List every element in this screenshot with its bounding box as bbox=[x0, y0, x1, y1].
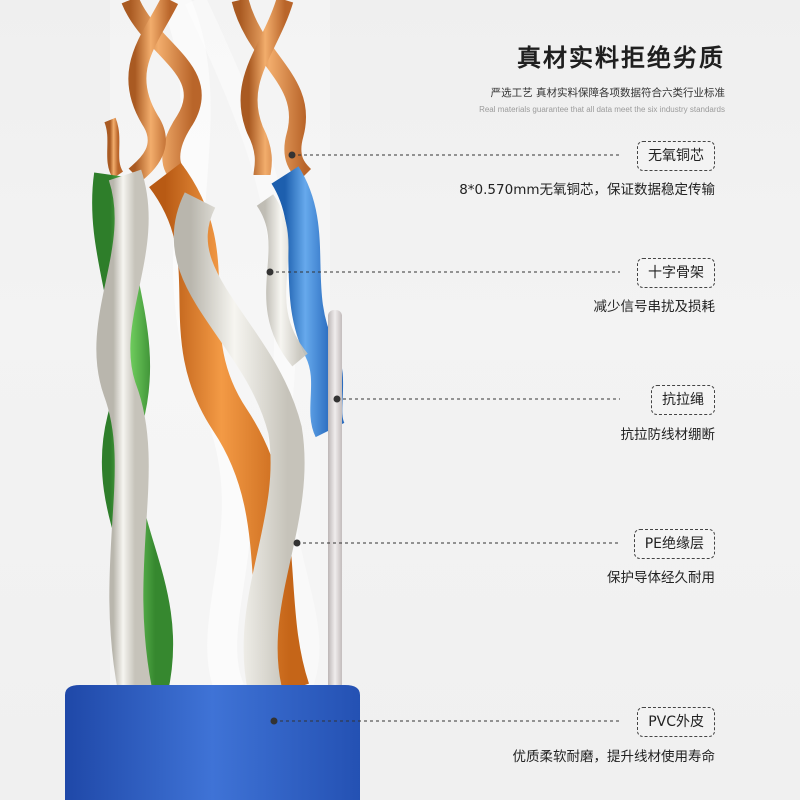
callout-desc-pvc-jacket: 优质柔软耐磨，提升线材使用寿命 bbox=[512, 749, 716, 765]
callout-label-pvc-jacket: PVC外皮 bbox=[637, 707, 715, 737]
copper-conductors bbox=[104, 0, 312, 184]
callout-desc-tensile-rope: 抗拉防线材绷断 bbox=[620, 427, 716, 443]
page-subtitle: 严选工艺 真材实料保障各项数据符合六类行业标准 bbox=[490, 87, 725, 99]
callout-label-cross-spline: 十字骨架 bbox=[637, 258, 715, 288]
blue-white-pair bbox=[256, 166, 345, 438]
pvc-jacket bbox=[65, 685, 360, 800]
orange-white-pair bbox=[148, 162, 310, 697]
callout-label-pe-insulation: PE绝缘层 bbox=[633, 529, 715, 559]
callout-desc-pe-insulation: 保护导体经久耐用 bbox=[607, 570, 715, 586]
callout-label-tensile-rope: 抗拉绳 bbox=[651, 385, 715, 415]
callout-desc-cross-spline: 减少信号串扰及损耗 bbox=[593, 299, 716, 315]
leader-lines bbox=[266, 151, 620, 725]
page-english-subtitle: Real materials guarantee that all data m… bbox=[479, 105, 725, 114]
heading-block: 真材实料拒绝劣质 严选工艺 真材实料保障各项数据符合六类行业标准 Real ma… bbox=[479, 38, 725, 114]
tensile-rope bbox=[328, 310, 342, 690]
callout-label-copper-core: 无氧铜芯 bbox=[637, 141, 715, 171]
callout-desc-copper-core: 8*0.570mm无氧铜芯，保证数据稳定传输 bbox=[459, 182, 715, 198]
page-title: 真材实料拒绝劣质 bbox=[517, 44, 725, 72]
green-white-pair bbox=[92, 169, 174, 694]
